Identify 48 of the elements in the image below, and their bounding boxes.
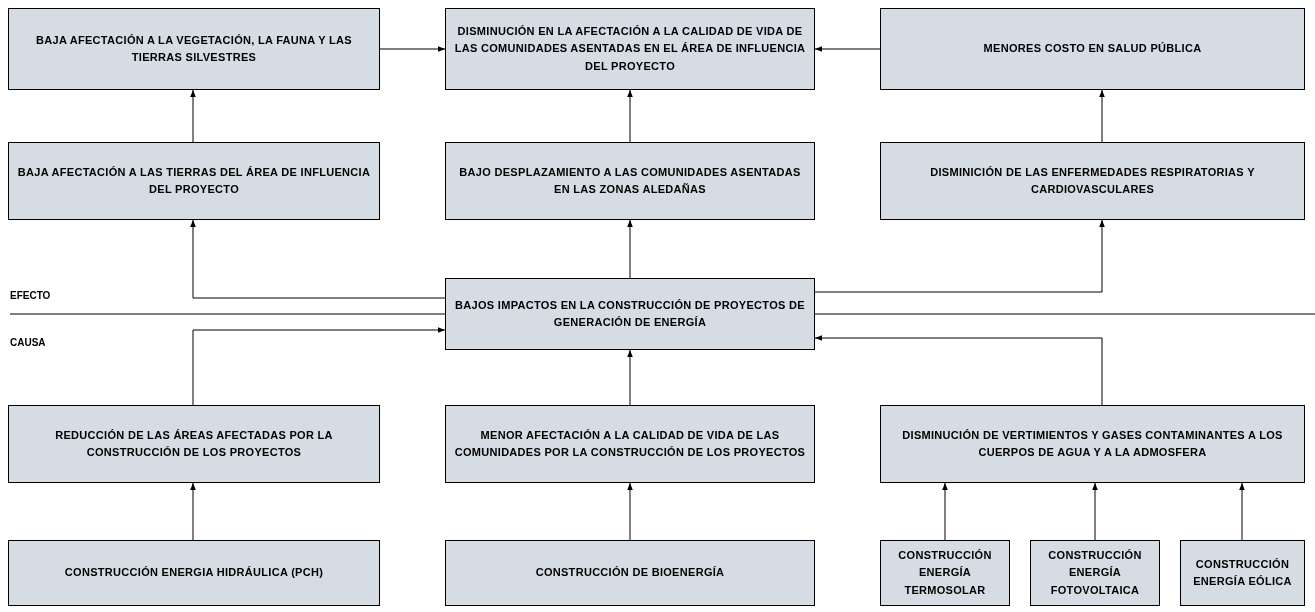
process-box	[880, 8, 1305, 90]
box-text: BAJA AFECTACIÓN A LA VEGETACIÓN, LA FAUNA Y LAS TIERRAS SILVESTRES	[35, 32, 353, 65]
section-label: CAUSA	[10, 337, 46, 348]
arrow	[627, 219, 633, 279]
process-box	[445, 142, 815, 220]
process-box	[8, 8, 380, 90]
arrow	[1092, 482, 1098, 541]
process-box	[880, 142, 1305, 220]
arrow	[1099, 89, 1105, 143]
arrow	[814, 335, 1103, 406]
box-text: REDUCCIÓN DE LAS ÁREAS AFECTADAS POR LA CONSTRUCCIÓN DE LOS PROYECTOS	[54, 427, 334, 460]
arrow	[190, 482, 196, 541]
arrow	[942, 482, 948, 541]
box-text: DISMINUCIÓN EN LA AFECTACIÓN A LA CALIDAD DE VIDA DE LAS COMUNIDADES ASENTADAS EN EL ÁREA DE INFLUENCIA DEL PROYECTO	[453, 24, 807, 74]
process-box	[445, 540, 815, 606]
box-text: BAJA AFECTACIÓN A LAS TIERRAS DEL ÁREA DE INFLUENCIA DEL PROYECTO	[16, 164, 372, 197]
arrow	[190, 89, 196, 143]
process-box	[8, 142, 380, 220]
process-box	[445, 8, 815, 90]
box-text: CONSTRUCCIÓN ENERGÍA FOTOVOLTAICA	[1047, 548, 1143, 598]
arrow	[379, 46, 446, 52]
arrow	[814, 46, 881, 52]
box-text: MENOR AFECTACIÓN A LA CALIDAD DE VIDA DE LAS COMUNIDADES POR LA CONSTRUCCIÓN DE LOS PROYECTOS	[453, 427, 807, 460]
process-box	[445, 405, 815, 483]
arrow	[814, 219, 1105, 293]
arrow	[1239, 482, 1245, 541]
arrow	[627, 89, 633, 143]
process-box	[880, 405, 1305, 483]
box-text: BAJOS IMPACTOS EN LA CONSTRUCCIÓN DE PROYECTOS DE GENERACIÓN DE ENERGÍA	[454, 297, 806, 330]
box-text: CONSTRUCCIÓN ENERGÍA EÓLICA	[1192, 556, 1293, 589]
box-text: CONSTRUCCIÓN DE BIOENERGÍA	[535, 565, 725, 581]
box-text: BAJO DESPLAZAMIENTO A LAS COMUNIDADES ASENTADAS EN LAS ZONAS ALEDAÑAS	[458, 164, 802, 197]
box-text: CONSTRUCCIÓN ENERGÍA TERMOSOLAR	[897, 548, 993, 598]
process-box	[880, 540, 1010, 606]
process-box	[1030, 540, 1160, 606]
process-box	[8, 405, 380, 483]
process-box	[8, 540, 380, 606]
box-text: MENORES COSTO EN SALUD PÚBLICA	[983, 41, 1202, 57]
arrow	[627, 349, 633, 406]
box-text: DISMINICIÓN DE LAS ENFERMEDADES RESPIRATORIAS Y CARDIOVASCULARES	[929, 164, 1256, 197]
process-box	[445, 278, 815, 350]
box-text: DISMINUCIÓN DE VERTIMIENTOS Y GASES CONTAMINANTES A LOS CUERPOS DE AGUA Y A LA ADMOSFERA	[901, 427, 1284, 460]
box-text: CONSTRUCCIÓN ENERGIA HIDRÁULICA (PCH)	[64, 565, 324, 581]
arrow	[190, 219, 446, 299]
section-label: EFECTO	[10, 290, 51, 301]
arrow	[627, 482, 633, 541]
process-box	[1180, 540, 1305, 606]
arrow	[192, 327, 446, 406]
